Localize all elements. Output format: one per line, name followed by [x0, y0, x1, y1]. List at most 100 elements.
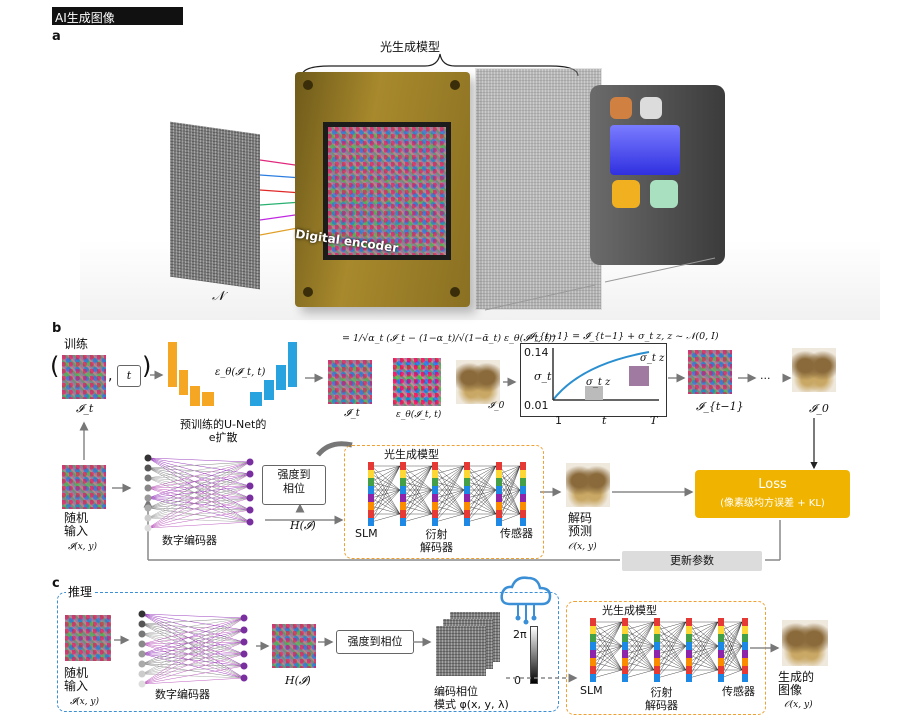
panel-label-a: a [52, 29, 61, 44]
diffractive-pixel [590, 666, 596, 674]
x-1: 1 [555, 414, 562, 427]
diffractive-pixel [464, 494, 470, 502]
diffractive-pixel [432, 510, 438, 518]
diffractive-pixel [520, 462, 526, 470]
encoder-node [246, 506, 254, 514]
diffractive-pixel [718, 650, 724, 658]
phase-caption: 编码相位 模式 φ(x, y, λ) [434, 685, 509, 711]
sensor-label-b: 传感器 [500, 527, 533, 540]
phase-colorbar [530, 626, 538, 684]
diffractive-pixel [590, 642, 596, 650]
diffractive-pixel [464, 502, 470, 510]
paren-open: ( [50, 352, 60, 380]
page-title: AI生成图像 [55, 11, 115, 25]
noise-symbol: 𝒩 [212, 289, 225, 304]
encoder-node [240, 674, 248, 682]
diffractive-pixel [520, 470, 526, 478]
diffractive-pixel [520, 478, 526, 486]
diffractive-pixel [622, 626, 628, 634]
model-label: 光生成模型 [380, 40, 441, 54]
panel-label-b: b [52, 321, 62, 336]
phase-stack-1 [436, 626, 486, 676]
diffractive-pixel [520, 518, 526, 526]
img-eps [393, 358, 441, 406]
img-xt-2 [328, 360, 372, 404]
diffractive-pixel [520, 486, 526, 494]
inference-box [57, 592, 559, 712]
loss-title: Loss [758, 477, 787, 492]
diffractive-pixel [654, 642, 660, 650]
h-img-c [272, 624, 316, 668]
formula-top: = 1/√α_t (𝓘_t − (1−α_t)/√(1−ᾱ_t) ε_θ(𝓘_t… [342, 333, 556, 344]
dots-label: ··· [760, 372, 771, 385]
digital-encoder-net-c [138, 610, 248, 688]
diffractive-pixel [368, 502, 374, 510]
random-input-img-b [62, 465, 106, 509]
xtm1-label: 𝓘_{t−1} [696, 400, 744, 413]
panel-label-c: c [52, 576, 60, 591]
diffractive-pixel [622, 666, 628, 674]
encoder-node [144, 454, 152, 462]
diffractive-pixel [432, 478, 438, 486]
x0-label: 𝓘_0 [809, 402, 829, 415]
diffractive-pixel [590, 674, 596, 682]
digital-encoder-label-b: 数字编码器 [162, 534, 217, 547]
zero-label: 0 [514, 674, 521, 687]
diffractive-pixel [432, 502, 438, 510]
diffractive-pixel [496, 494, 502, 502]
encoder-node [240, 614, 248, 622]
diffractive-pixel [686, 674, 692, 682]
diffractive-pixel [622, 618, 628, 626]
encoder-node [246, 494, 254, 502]
diffractive-pixel [496, 518, 502, 526]
diffractive-pixel [496, 502, 502, 510]
encoder-node [138, 660, 146, 668]
paren-close: ) [142, 352, 152, 380]
diffractive-pixel [718, 666, 724, 674]
diffractive-pixel [686, 666, 692, 674]
diffractive-pixel [464, 510, 470, 518]
random-input-sym-b: 𝓘(x, y) [68, 542, 97, 552]
sensor-label-c: 传感器 [722, 685, 755, 698]
diffractive-pixel [590, 658, 596, 666]
loss-subtitle: (像素级均方误差 + KL) [720, 498, 825, 509]
diffractive-pixel [742, 658, 748, 666]
diffractive-pixel [368, 518, 374, 526]
diffractive-pixel [368, 494, 374, 502]
sigma-label: σ_t [534, 370, 552, 383]
diffractive-pixel [432, 462, 438, 470]
encoder-pattern [323, 122, 451, 260]
encoder-node [144, 514, 152, 522]
diffractive-pixel [742, 618, 748, 626]
intensity-to-phase-box-b: 强度到 相位 [262, 465, 326, 505]
diffractive-layer [475, 68, 602, 310]
encoder-node [240, 650, 248, 658]
img-x0 [792, 348, 836, 392]
sig-z-1: σ_t z [586, 377, 611, 388]
diffractive-pixel [400, 518, 406, 526]
diffractive-pixel [686, 626, 692, 634]
diffractive-pixel [686, 618, 692, 626]
diffractive-pixel [622, 674, 628, 682]
diffractive-pixel [654, 618, 660, 626]
diffractive-pixel [742, 634, 748, 642]
header-bar: AI生成图像 [52, 7, 183, 25]
decoded-label: 解码 预测 [568, 511, 593, 538]
diffractive-pixel [686, 642, 692, 650]
unet-diagram [168, 342, 297, 406]
optical-model-label-b: 光生成模型 [384, 448, 439, 461]
y-min: 0.01 [524, 399, 549, 412]
img-x0-est [456, 360, 500, 404]
diffractive-pixel [742, 674, 748, 682]
two-pi-label: 2π [513, 628, 527, 641]
diffractive-pixel [400, 510, 406, 518]
encoder-node [246, 458, 254, 466]
brace-icon [301, 53, 579, 77]
diffractive-pixel [368, 486, 374, 494]
diffractive-pixel [742, 642, 748, 650]
dimension-lines [484, 257, 716, 311]
update-params-box: 更新参数 [622, 551, 762, 571]
diffractive-pixel [590, 618, 596, 626]
decoded-img [566, 463, 610, 507]
diffractive-pixel [654, 658, 660, 666]
